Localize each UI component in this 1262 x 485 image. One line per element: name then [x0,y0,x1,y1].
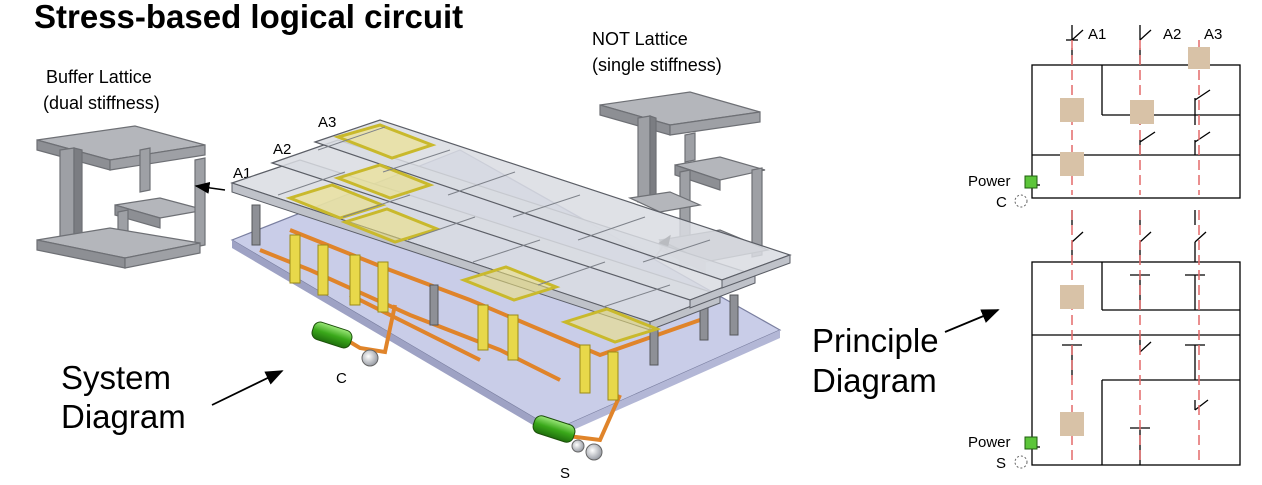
power-label-top: Power [968,173,1011,190]
system-c-label: C [336,370,347,387]
input-label-a3: A3 [318,114,337,131]
system-diagram-sublabel: Diagram [61,398,186,435]
principle-switch-label-a1: A1 [1088,26,1107,43]
buffer-lattice-label: Buffer Lattice [46,67,152,87]
principle-stress-blocks [1060,47,1210,436]
principle-switch-label-a2: A2 [1163,26,1182,43]
principle-s-label: S [996,455,1007,472]
principle-circuit [1031,25,1241,466]
power-label-bottom: Power [968,434,1011,451]
page-title: Stress-based logical circuit [34,0,464,35]
not-lattice-label: NOT Lattice [592,29,688,49]
principle-diagram-sublabel: Diagram [812,362,937,399]
buffer-lattice-model [36,125,206,269]
buffer-lattice-sublabel: (dual stiffness) [43,93,160,113]
input-label-a2: A2 [273,141,292,158]
principle-c-label: C [996,194,1007,211]
principle-diagram-label: Principle [812,322,939,359]
not-lattice-sublabel: (single stiffness) [592,55,722,75]
system-diagram-label: System [61,359,172,396]
system-assembly-model [230,119,792,461]
system-s-label: S [560,465,571,482]
principle-switch-label-a3: A3 [1204,26,1223,43]
